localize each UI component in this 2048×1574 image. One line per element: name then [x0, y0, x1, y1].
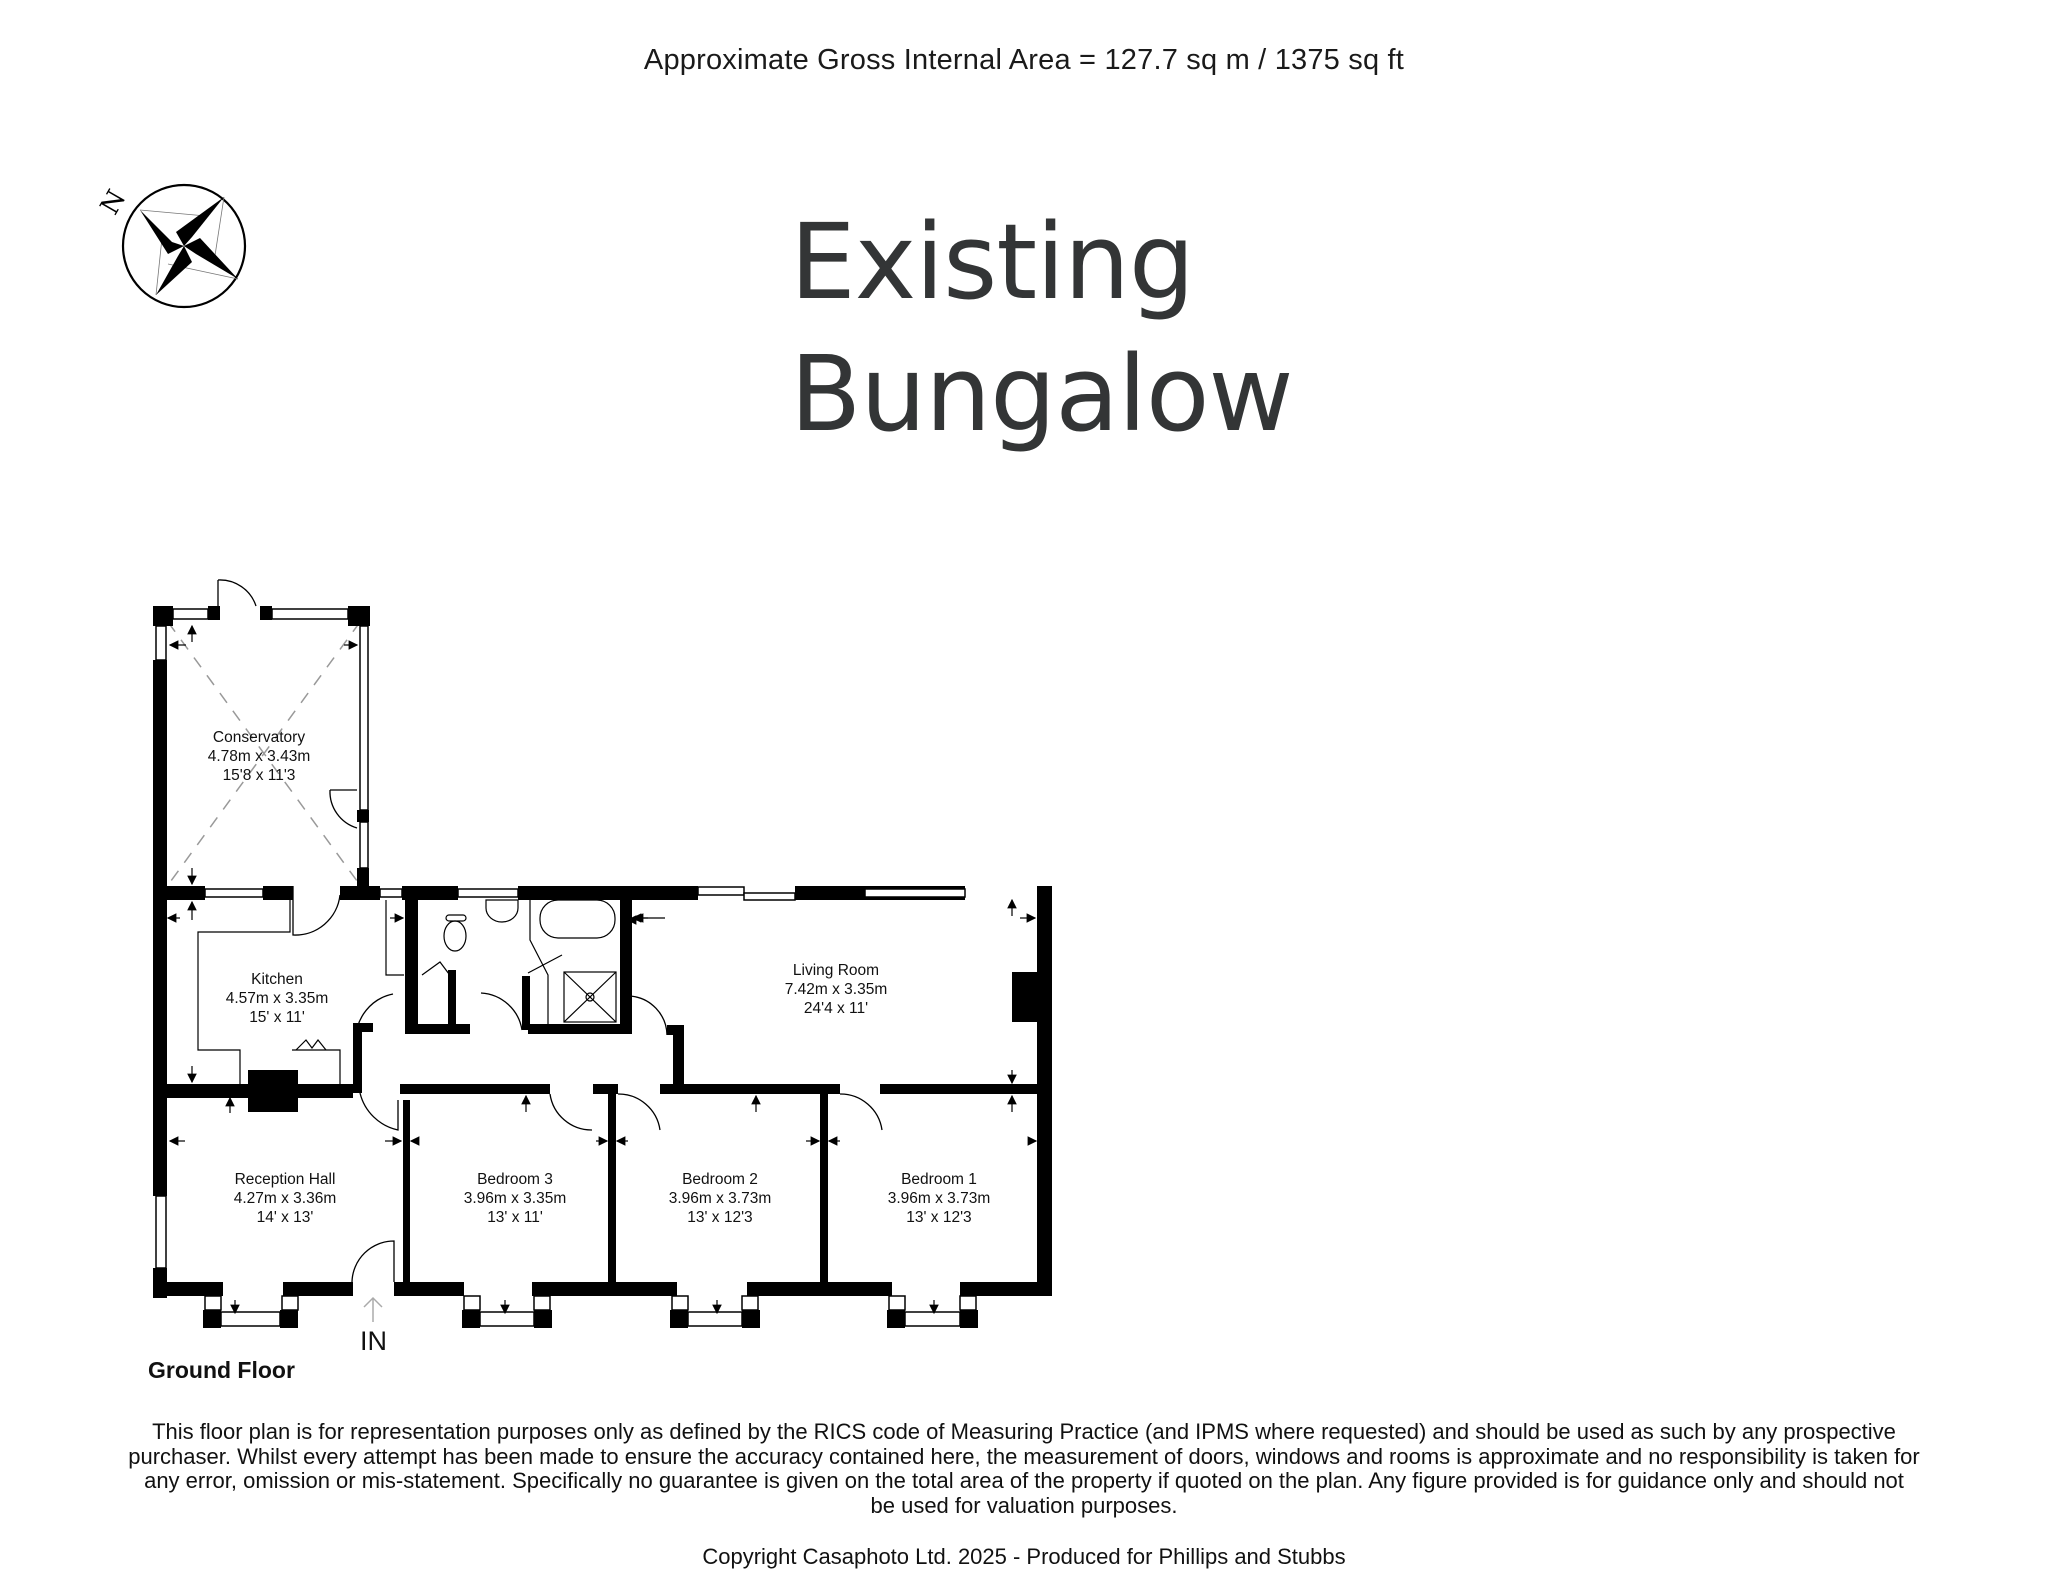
room-imperial: 14' x 13': [256, 1209, 314, 1226]
plan-title: Existing Bungalow: [790, 196, 1294, 460]
room-metric: 4.27m x 3.36m: [233, 1190, 337, 1207]
room-name: Reception Hall: [234, 1171, 336, 1188]
room-metric: 3.96m x 3.73m: [668, 1190, 772, 1207]
room-metric: 3.96m x 3.35m: [463, 1190, 567, 1207]
room-kitchen: Kitchen 4.57m x 3.35m 15' x 11': [226, 970, 329, 1027]
entrance-arrow-icon: [363, 1296, 383, 1322]
room-bedroom-2: Bedroom 2 3.96m x 3.73m 13' x 12'3: [669, 1170, 772, 1227]
conservatory-roof-lines: [167, 621, 361, 886]
room-imperial: 24'4 x 11': [803, 1000, 869, 1017]
room-reception-hall: Reception Hall 4.27m x 3.36m 14' x 13': [234, 1170, 337, 1227]
disclaimer: This floor plan is for representation pu…: [0, 1419, 2048, 1518]
room-metric: 4.78m x 3.43m: [207, 748, 311, 765]
room-name: Bedroom 3: [477, 1171, 553, 1188]
room-name: Kitchen: [251, 971, 303, 988]
room-metric: 7.42m x 3.35m: [784, 981, 888, 998]
disclaimer-line: purchaser. Whilst every attempt has been…: [128, 1443, 1920, 1469]
measurement-arrows: [166, 624, 1038, 1315]
entrance-label: IN: [360, 1326, 387, 1356]
room-bedroom-1: Bedroom 1 3.96m x 3.73m 13' x 12'3: [888, 1170, 991, 1227]
title-line-2: Bungalow: [790, 333, 1294, 455]
disclaimer-line: any error, omission or mis-statement. Sp…: [144, 1468, 1904, 1493]
room-imperial: 13' x 12'3: [687, 1209, 753, 1226]
door-swings: [217, 579, 883, 1283]
room-metric: 3.96m x 3.73m: [887, 1190, 991, 1207]
room-imperial: 15'8 x 11'3: [222, 767, 296, 784]
room-conservatory: Conservatory 4.78m x 3.43m 15'8 x 11'3: [208, 728, 311, 785]
room-name: Conservatory: [212, 729, 306, 746]
windows: [155, 608, 977, 1327]
gross-internal-area: Approximate Gross Internal Area = 127.7 …: [643, 44, 1405, 76]
copyright: Copyright Casaphoto Ltd. 2025 - Produced…: [702, 1544, 1346, 1569]
room-name: Bedroom 2: [682, 1171, 758, 1188]
room-imperial: 13' x 12'3: [906, 1209, 972, 1226]
bathroom-fixtures: [421, 899, 617, 1024]
title-line-1: Existing: [790, 201, 1195, 323]
floor-label: Ground Floor: [148, 1357, 295, 1383]
room-metric: 4.57m x 3.35m: [225, 990, 329, 1007]
disclaimer-line: This floor plan is for representation pu…: [152, 1419, 1896, 1444]
room-imperial: 13' x 11': [487, 1209, 543, 1226]
room-bedroom-3: Bedroom 3 3.96m x 3.35m 13' x 11': [464, 1170, 567, 1227]
room-name: Living Room: [792, 962, 880, 979]
room-imperial: 15' x 11': [249, 1009, 305, 1026]
room-living-room: Living Room 7.42m x 3.35m 24'4 x 11': [785, 961, 888, 1018]
room-name: Bedroom 1: [901, 1171, 977, 1188]
disclaimer-line: be used for valuation purposes.: [870, 1492, 1178, 1518]
kitchen-worktops: [197, 900, 404, 1084]
north-arrow-compass-icon: N: [96, 183, 247, 309]
